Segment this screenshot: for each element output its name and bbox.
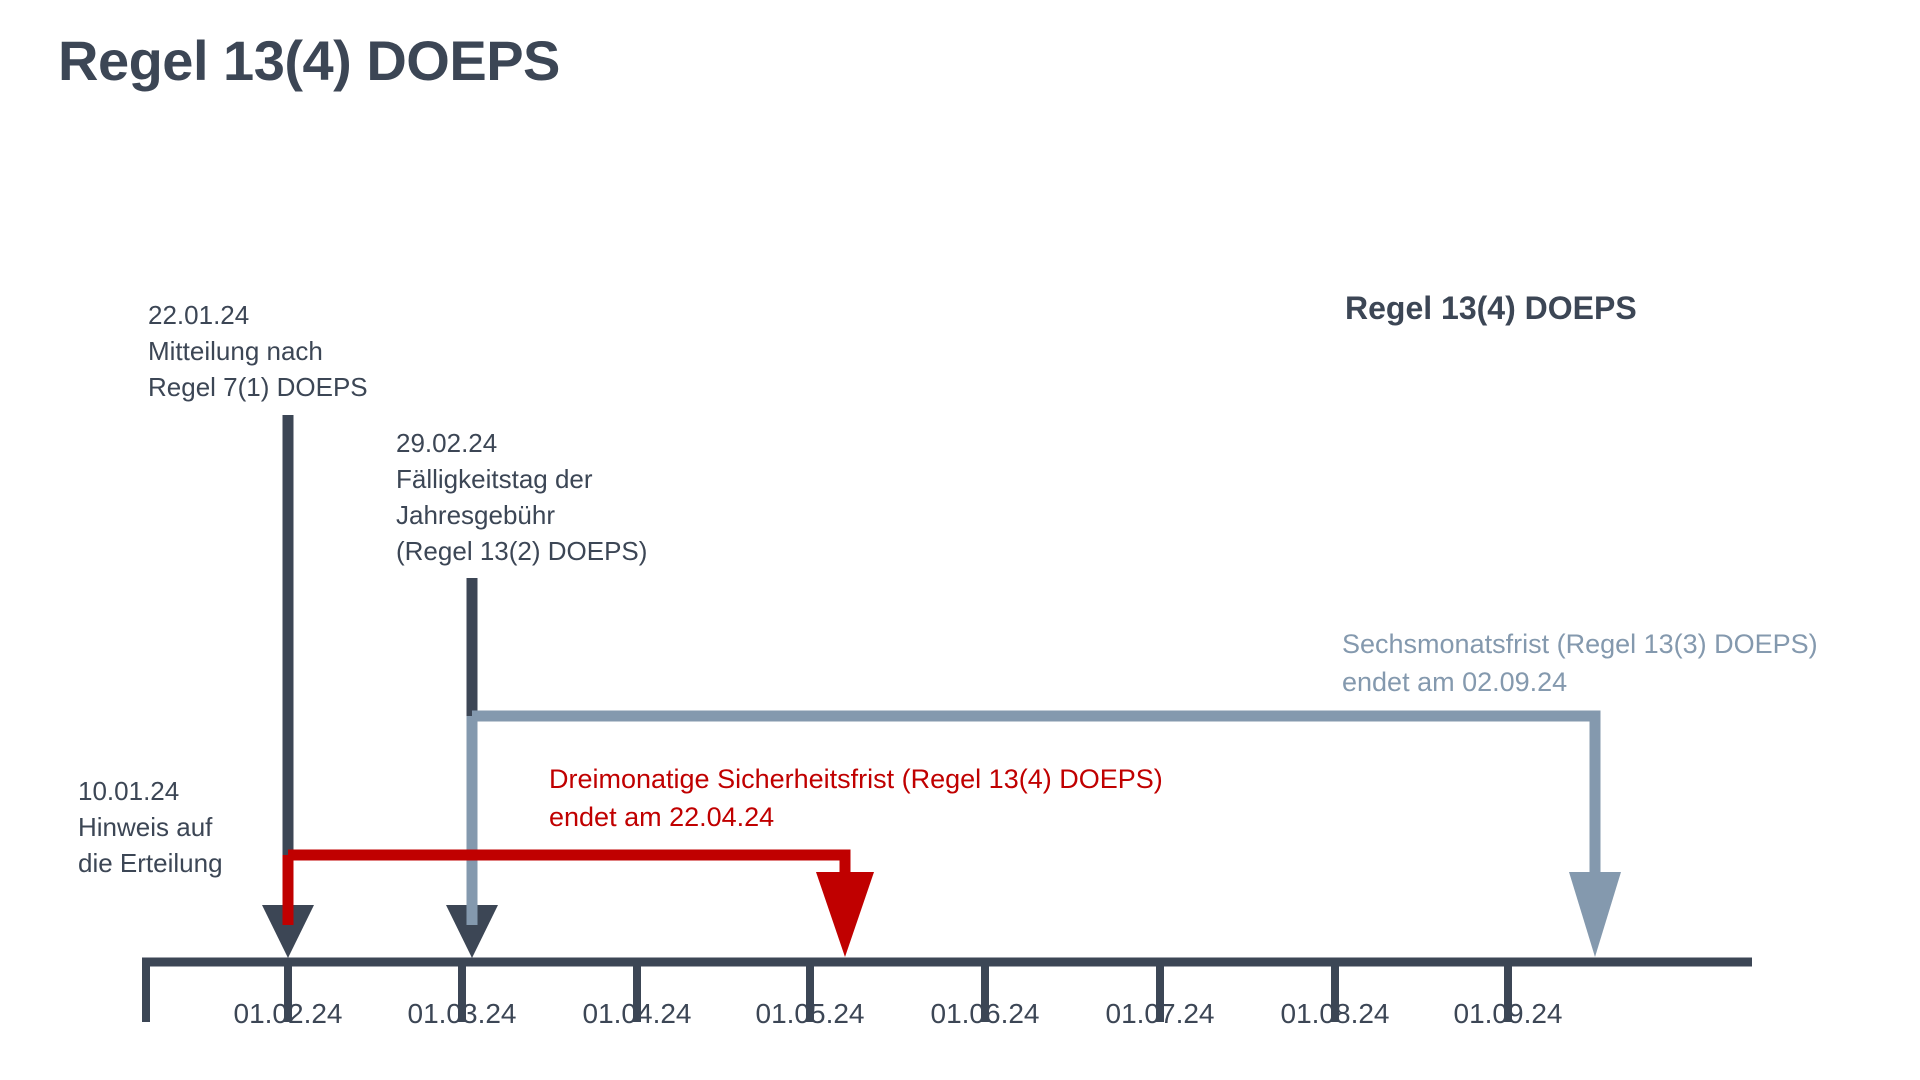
annotation-communication: 22.01.24 Mitteilung nach Regel 7(1) DOEP… — [148, 300, 368, 402]
axis-tick-label: 01.09.24 — [1453, 998, 1563, 1029]
axis-ticks — [284, 962, 1512, 1022]
arrow-down-icon — [1569, 872, 1621, 957]
annotation-fee-due: 29.02.24 Fälligkeitstag der Jahresgebühr… — [396, 428, 648, 566]
axis-tick-label: 01.02.24 — [233, 998, 343, 1029]
axis-tick-label: 01.06.24 — [930, 998, 1040, 1029]
annotation-three-month-period: Dreimonatige Sicherheitsfrist (Regel 13(… — [549, 764, 1163, 832]
axis-tick-label: 01.03.24 — [407, 998, 517, 1029]
axis-tick-label: 01.08.24 — [1280, 998, 1390, 1029]
axis-tick-label: 01.05.24 — [755, 998, 865, 1029]
annotation-grant-note: 10.01.24 Hinweis auf die Erteilung — [78, 776, 223, 878]
section-heading: Regel 13(4) DOEPS — [1345, 290, 1637, 326]
arrow-down-icon — [816, 872, 874, 957]
axis-tick-label: 01.07.24 — [1105, 998, 1215, 1029]
page-title: Regel 13(4) DOEPS — [58, 29, 560, 92]
timeline-axis — [142, 957, 1752, 1022]
arrow-down-icon — [262, 905, 314, 958]
event-marker-communication — [262, 415, 314, 958]
annotation-six-month-period: Sechsmonatsfrist (Regel 13(3) DOEPS) end… — [1342, 629, 1818, 697]
arrow-down-icon — [446, 905, 498, 958]
period-bracket-three-month — [282, 849, 874, 957]
period-bracket-six-month — [466, 710, 1621, 957]
axis-tick-label: 01.04.24 — [582, 998, 692, 1029]
